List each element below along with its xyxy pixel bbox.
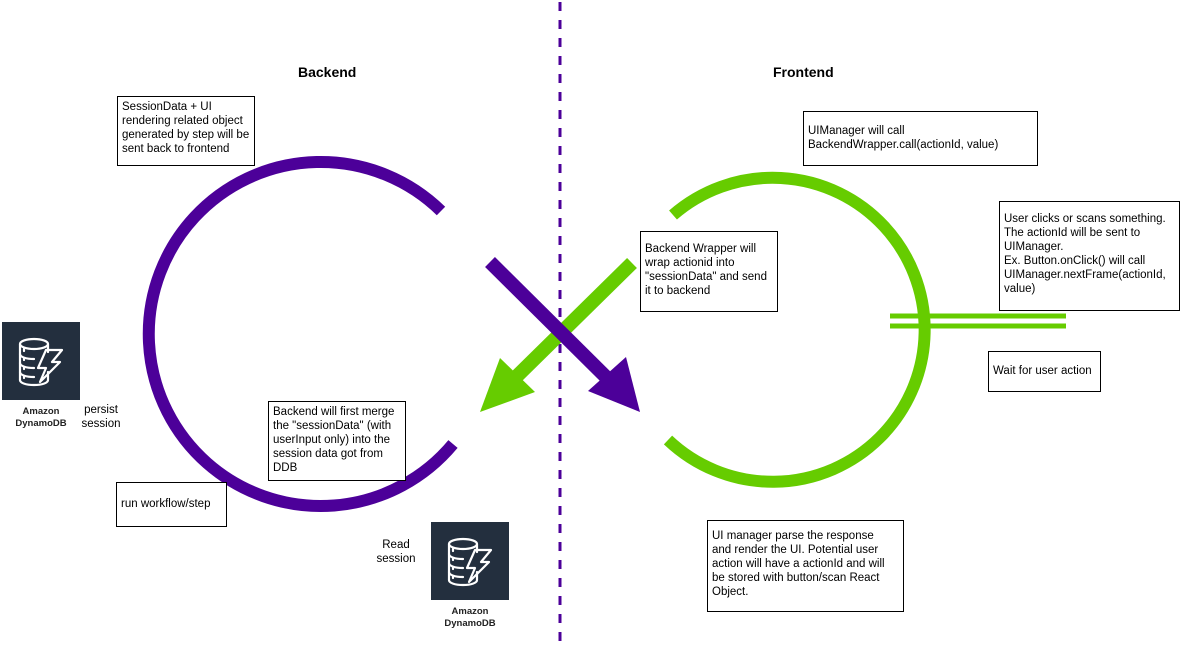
- frontend-to-backend-arrow: [480, 258, 637, 412]
- backend-heading: Backend: [298, 64, 357, 80]
- note-run-workflow[interactable]: run workflow/step: [116, 482, 227, 527]
- backend-loop-arc: [142, 156, 458, 512]
- note-ui-manager-call[interactable]: UIManager will call BackendWrapper.call(…: [803, 111, 1038, 166]
- frontend-loop-arc: [663, 171, 931, 488]
- dynamodb-caption: Amazon DynamoDB: [444, 606, 496, 629]
- note-wrapper-wrap[interactable]: Backend Wrapper will wrap actionid into …: [640, 231, 778, 312]
- label-read-session: Read session: [376, 539, 416, 565]
- note-user-clicks[interactable]: User clicks or scans something. The acti…: [999, 201, 1180, 311]
- frontend-heading: Frontend: [773, 64, 834, 80]
- dynamodb-icon: [431, 522, 509, 600]
- note-wait-user[interactable]: Wait for user action: [988, 351, 1101, 392]
- dynamodb-caption: Amazon DynamoDB: [15, 406, 67, 429]
- dynamodb-read: Amazon DynamoDB: [431, 522, 509, 630]
- dynamodb-icon: [2, 322, 80, 400]
- note-backend-merge[interactable]: Backend will first merge the "sessionDat…: [268, 401, 406, 481]
- note-session-sent-back[interactable]: SessionData + UI rendering related objec…: [117, 96, 255, 166]
- backend-to-frontend-arrow: [485, 257, 640, 412]
- note-ui-parse[interactable]: UI manager parse the response and render…: [707, 520, 904, 612]
- dynamodb-persist: Amazon DynamoDB: [2, 322, 80, 430]
- label-persist-session: persist session: [81, 404, 121, 430]
